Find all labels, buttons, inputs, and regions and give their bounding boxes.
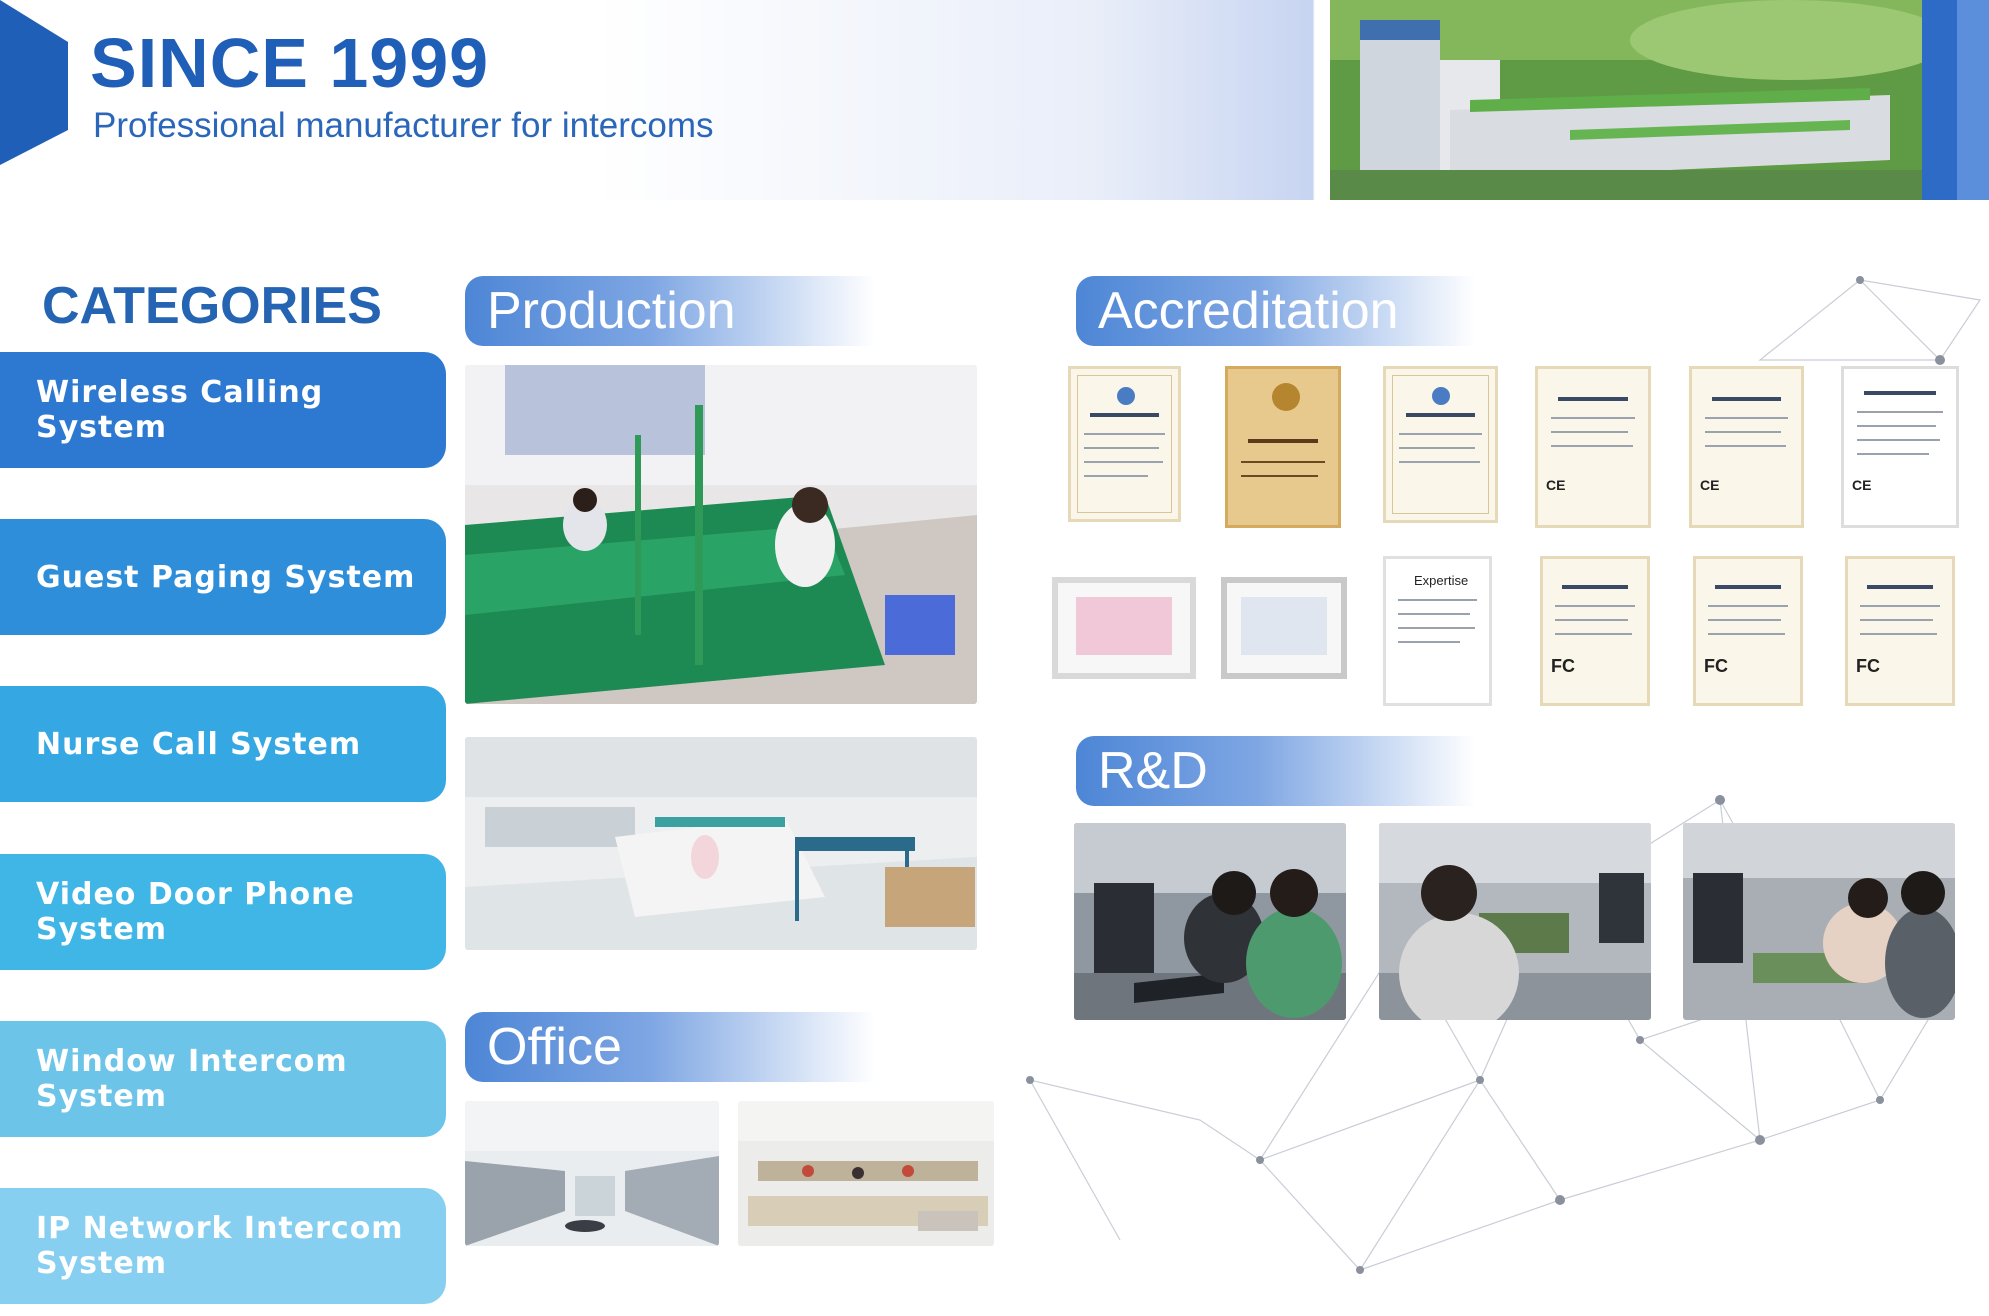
award-plaque-pink — [1052, 577, 1196, 679]
header-stripe — [1922, 0, 1957, 200]
category-guest-paging-system[interactable]: Guest Paging System — [0, 519, 446, 635]
certificate-gold-award — [1225, 366, 1341, 528]
category-nurse-call-system[interactable]: Nurse Call System — [0, 686, 446, 802]
production-line-photo — [465, 365, 977, 704]
header-stripe-light — [1957, 0, 1989, 200]
ce-mark: CE — [1700, 477, 1720, 493]
certificate-expertise: Expertise — [1383, 556, 1492, 706]
certificate-fcc-1: FC — [1540, 556, 1650, 706]
expertise-label: Expertise — [1414, 573, 1469, 588]
category-wireless-calling-system[interactable]: Wireless Calling System — [0, 352, 446, 468]
categories-title: CATEGORIES — [42, 277, 382, 335]
certificate-fcc-3: FC — [1845, 556, 1955, 706]
fc-mark: FC — [1551, 656, 1575, 676]
certificate-ec-attestation: CE — [1841, 366, 1959, 528]
tagline: Professional manufacturer for intercoms — [93, 106, 714, 145]
category-label: Guest Paging System — [36, 559, 416, 595]
category-label: Video Door Phone System — [36, 877, 355, 947]
production-header: Production — [465, 276, 875, 346]
category-label: Nurse Call System — [36, 726, 362, 762]
accreditation-header: Accreditation — [1076, 276, 1476, 346]
rd-photo-engineers-1 — [1074, 823, 1346, 1020]
certificate-ce-declaration: CE — [1535, 366, 1651, 528]
certificate-ce-declaration-2: CE — [1689, 366, 1804, 528]
award-plaque-special — [1221, 577, 1347, 679]
fc-mark: FC — [1704, 656, 1728, 676]
smt-workshop-photo — [465, 737, 977, 950]
category-label: Wireless Calling System — [36, 375, 324, 445]
category-label: IP Network Intercom System — [36, 1211, 404, 1281]
office-header: Office — [465, 1012, 875, 1082]
campus-photo — [1330, 0, 1922, 200]
certificate-quality-management-2 — [1383, 366, 1498, 523]
rd-photo-engineers-2 — [1379, 823, 1651, 1020]
office-workspace-photo — [738, 1101, 994, 1246]
category-window-intercom-system[interactable]: Window Intercom System — [0, 1021, 446, 1137]
category-label: Window Intercom System — [36, 1044, 348, 1114]
ce-mark: CE — [1546, 477, 1566, 493]
ce-mark: CE — [1852, 477, 1872, 493]
office-lobby-photo — [465, 1101, 719, 1246]
fc-mark: FC — [1856, 656, 1880, 676]
certificate-fcc-2: FC — [1693, 556, 1803, 706]
rd-photo-engineers-3 — [1683, 823, 1955, 1020]
category-ip-network-intercom-system[interactable]: IP Network Intercom System — [0, 1188, 446, 1304]
certificate-quality-management — [1068, 366, 1181, 522]
page-title: SINCE 1999 — [90, 24, 490, 102]
corner-flag-shape — [0, 0, 68, 165]
category-video-door-phone-system[interactable]: Video Door Phone System — [0, 854, 446, 970]
rd-header: R&D — [1076, 736, 1476, 806]
